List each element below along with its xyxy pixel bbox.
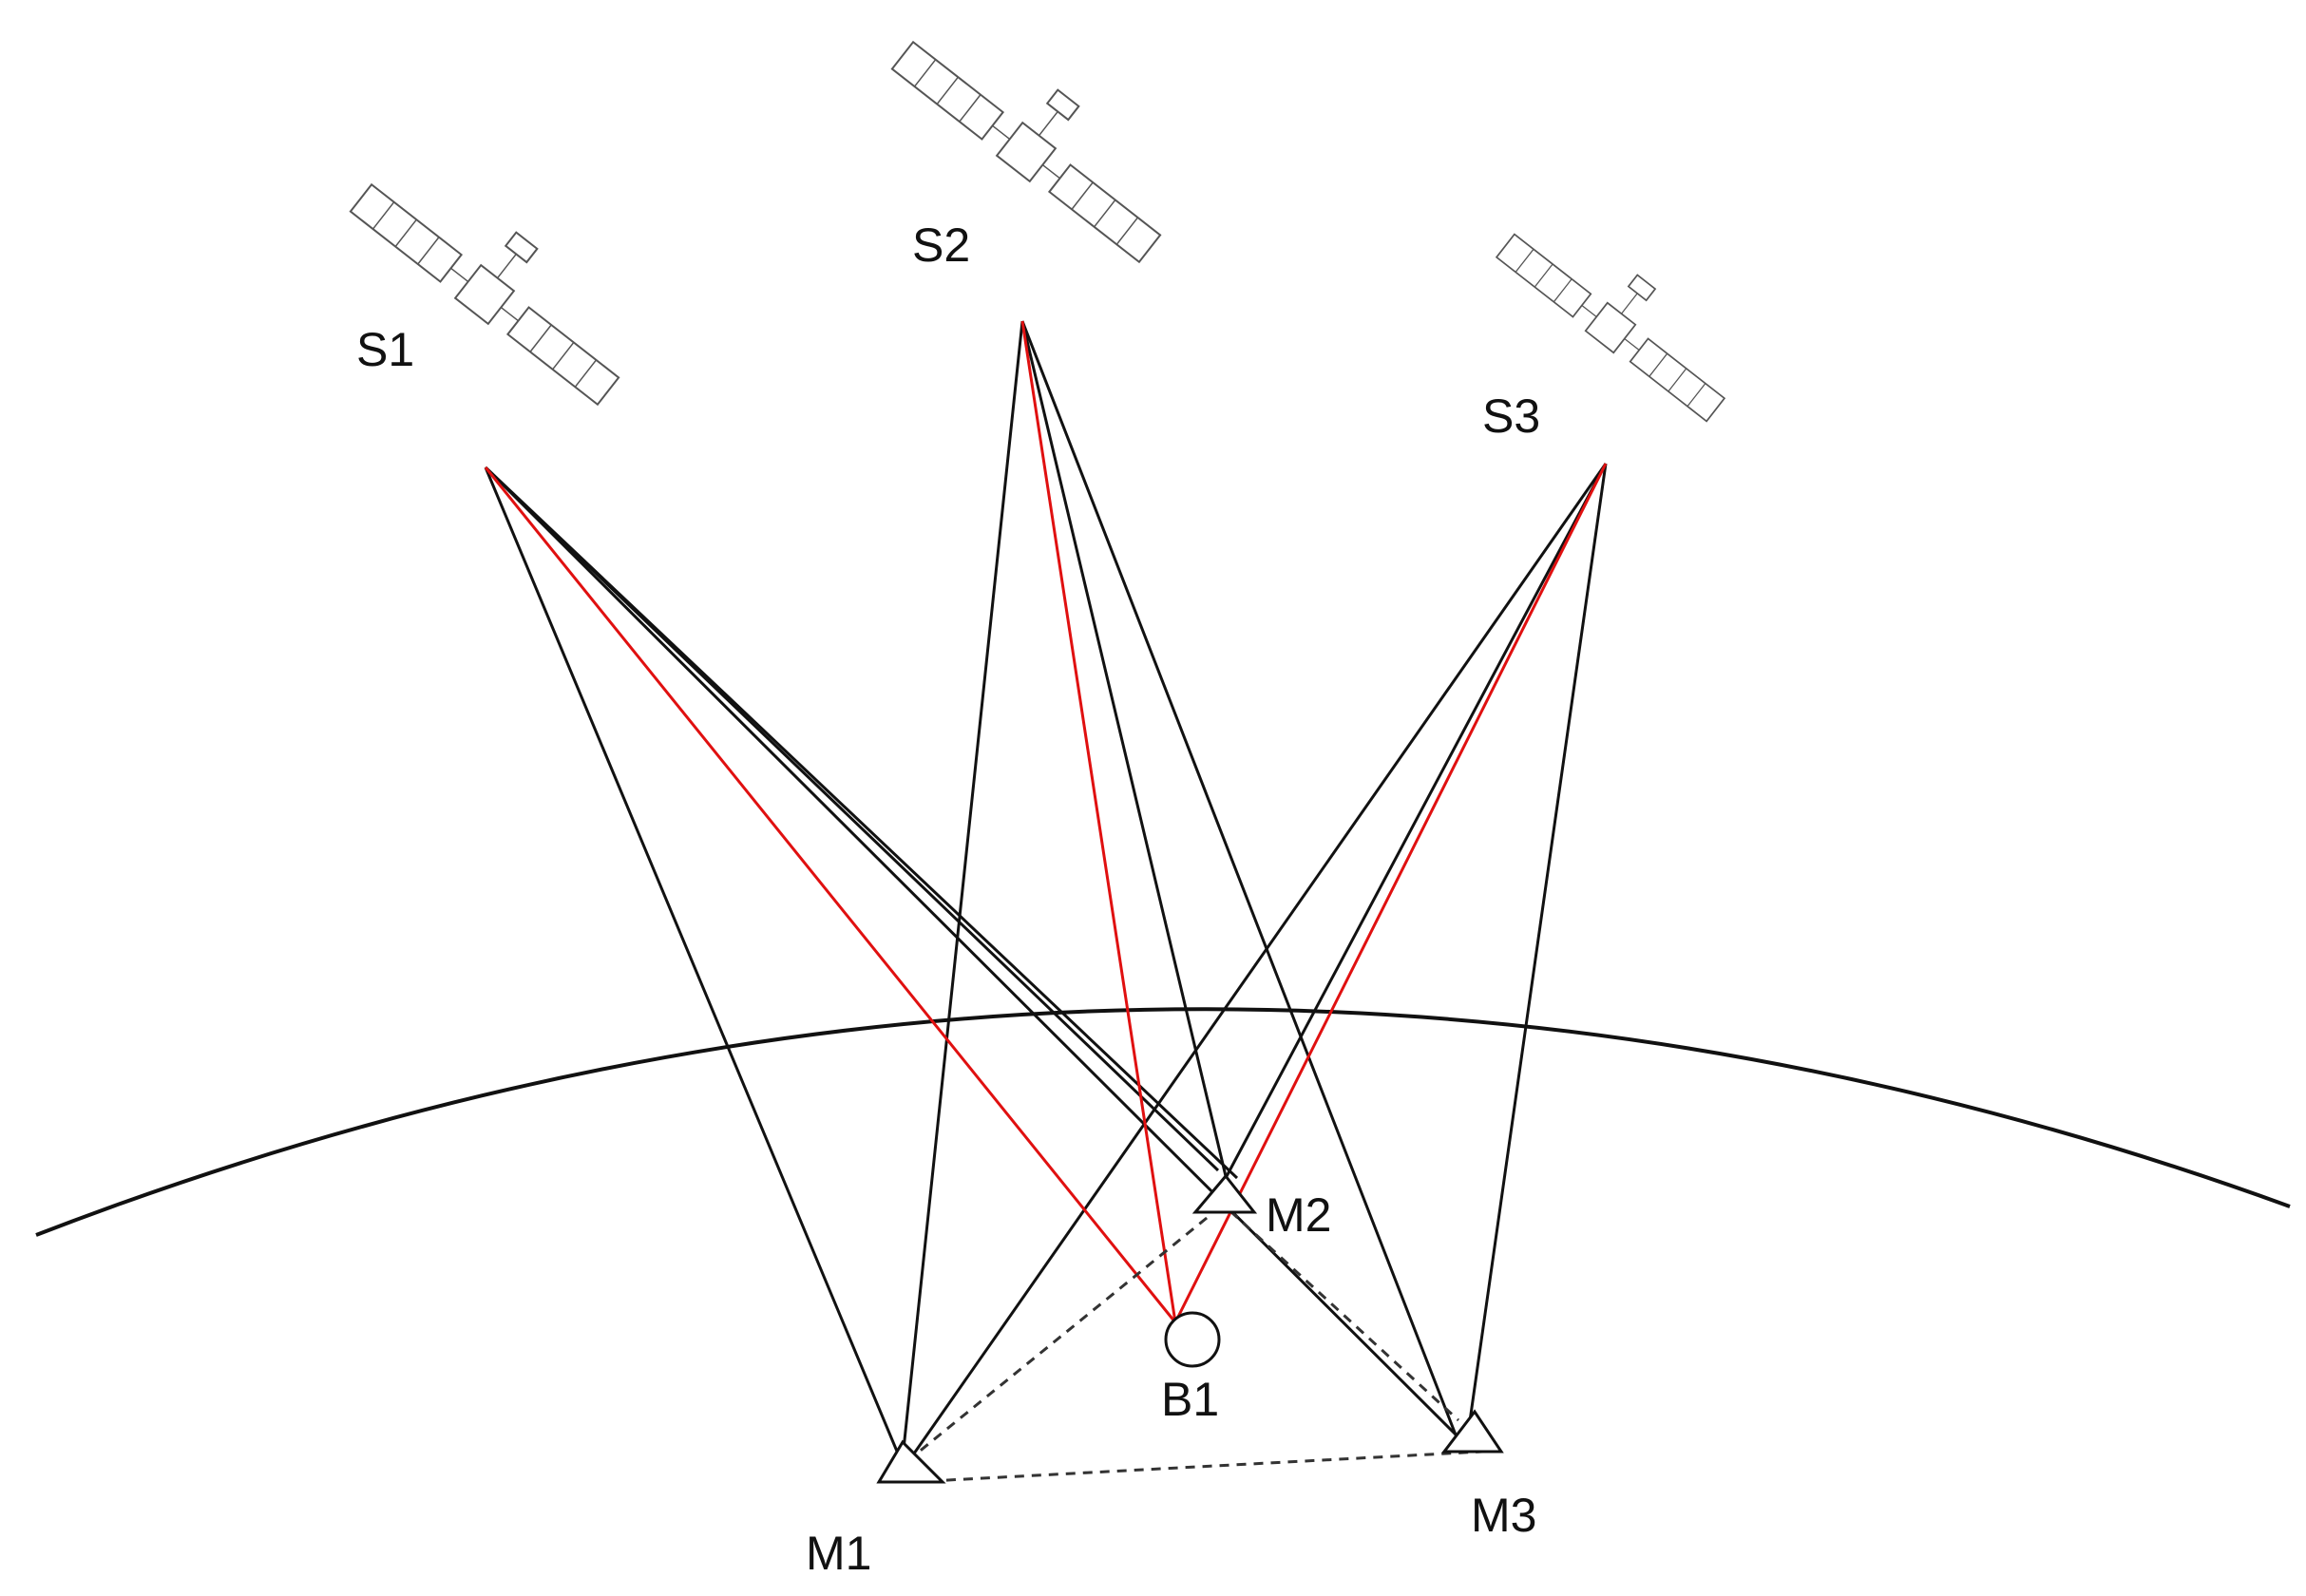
baselines-dashed [906, 1209, 1483, 1484]
link-s1-m3 [484, 466, 1465, 1444]
baseline-m2-m3 [1229, 1209, 1460, 1422]
label-m3: M3 [1471, 1489, 1536, 1542]
label-s2: S2 [912, 218, 970, 272]
triangle-station-icon-m1 [876, 1439, 946, 1484]
signal-lines-black [484, 320, 1608, 1464]
link-s3-b1 [1173, 463, 1608, 1323]
label-m1: M1 [806, 1527, 871, 1580]
link-s2-b1 [1020, 320, 1177, 1323]
label-b1: B1 [1161, 1373, 1219, 1426]
label-s1: S1 [356, 323, 414, 376]
satellite-icon-s2 [890, 40, 1162, 264]
satellite-icon-s3 [1495, 233, 1726, 423]
satellite-icon-s1 [349, 182, 620, 407]
link-s2-m1 [901, 320, 1024, 1459]
baseline-m1-m3 [911, 1450, 1483, 1484]
link-s2-m3 [1020, 320, 1460, 1443]
signal-lines-red [484, 320, 1608, 1323]
baseline-m1-m2 [906, 1212, 1212, 1463]
link-s1-b1 [484, 466, 1177, 1323]
earth-surface-curve [35, 1007, 2291, 1237]
link-s2-m2 [1020, 320, 1228, 1177]
link-s1-m1 [484, 466, 900, 1454]
link-s1-m2-b [484, 466, 1239, 1180]
triangle-station-icon-m3 [1440, 1409, 1504, 1454]
label-s3: S3 [1482, 390, 1540, 443]
circle-station-icon-b1 [1164, 1311, 1221, 1368]
link-s3-m1 [905, 463, 1608, 1464]
triangle-station-icon-m2 [1191, 1173, 1258, 1214]
label-m2: M2 [1266, 1188, 1331, 1242]
link-s3-m3 [1466, 463, 1608, 1435]
link-s3-m2 [1224, 463, 1608, 1179]
